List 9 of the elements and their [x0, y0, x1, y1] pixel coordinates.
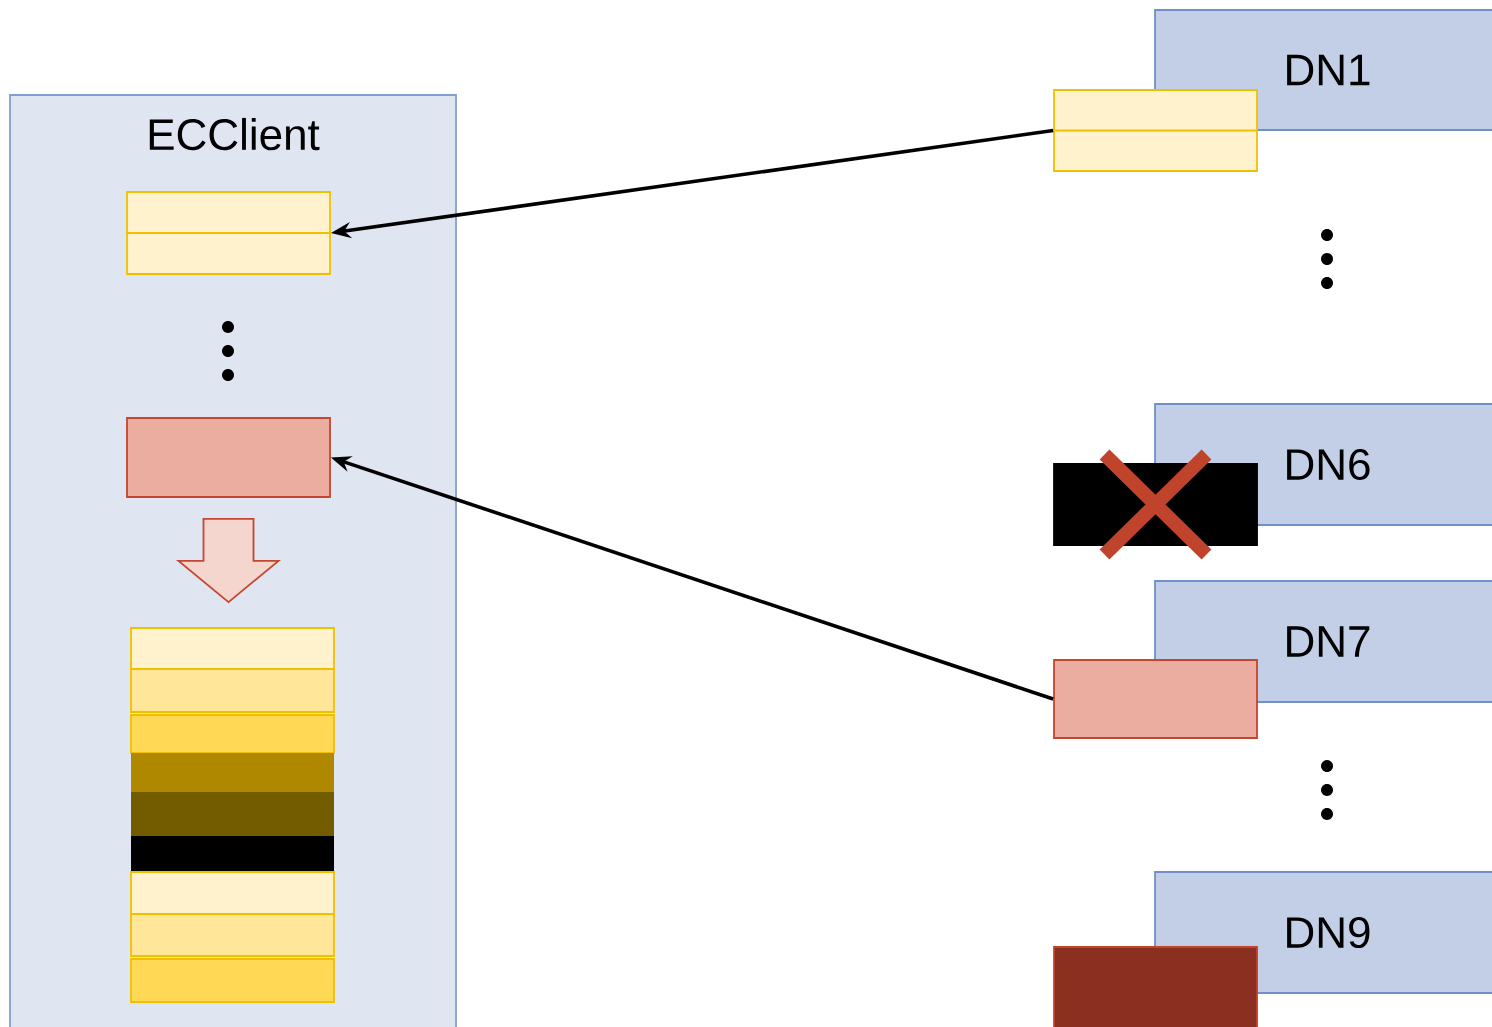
- block-box: [1053, 659, 1258, 739]
- block-box: [1053, 946, 1258, 1027]
- datanode-box: DN1: [1154, 9, 1492, 131]
- stripe-pair-box: [125, 191, 332, 275]
- stripe-stack: [130, 627, 335, 1003]
- block-arrow: [176, 518, 281, 604]
- stripe-pair-box: [1052, 89, 1259, 172]
- failed-block-box: [1053, 447, 1258, 562]
- block-box: [126, 417, 331, 498]
